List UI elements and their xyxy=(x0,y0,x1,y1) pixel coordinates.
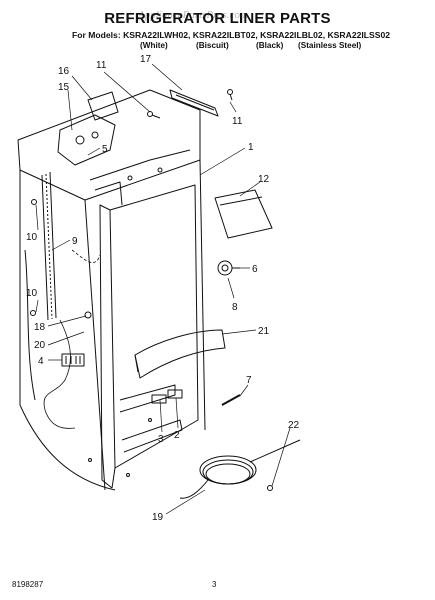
callout-labels: 16 15 11 17 11 5 1 12 10 9 10 6 8 18 21 … xyxy=(26,54,300,523)
variant-white: (White) xyxy=(140,41,168,50)
page-number: 3 xyxy=(212,580,217,589)
watermark: AppliancePartsPros.com xyxy=(138,9,248,21)
callout-15: 15 xyxy=(58,82,70,93)
wire-harness xyxy=(43,319,76,429)
callout-5: 5 xyxy=(102,144,108,155)
callout-6: 6 xyxy=(252,264,258,275)
screw-icons xyxy=(30,89,273,491)
callout-10-upper: 10 xyxy=(26,232,38,243)
callout-1: 1 xyxy=(248,142,254,153)
document-number: 8198287 xyxy=(12,580,44,589)
callout-17: 17 xyxy=(140,54,152,65)
callout-7: 7 xyxy=(246,375,252,386)
callout-2: 2 xyxy=(174,430,180,441)
callout-21: 21 xyxy=(258,326,270,337)
variant-biscuit: (Biscuit) xyxy=(196,41,229,50)
side-trim xyxy=(214,189,273,239)
callout-12: 12 xyxy=(258,174,270,185)
model-list: For Models: KSRA22ILWH02, KSRA22ILBT02, … xyxy=(72,30,391,40)
leader-lines xyxy=(35,63,291,515)
grille xyxy=(61,353,85,367)
callout-3: 3 xyxy=(158,434,164,445)
liner-frame xyxy=(17,89,206,491)
callout-19: 19 xyxy=(152,512,164,523)
callout-11-top: 11 xyxy=(96,60,107,71)
callout-18: 18 xyxy=(34,322,46,333)
callout-9: 9 xyxy=(72,236,78,247)
divider-trim xyxy=(134,329,226,379)
callout-10-lower: 10 xyxy=(26,288,38,299)
callout-8: 8 xyxy=(232,302,238,313)
callout-20: 20 xyxy=(34,340,46,351)
callout-16: 16 xyxy=(58,66,70,77)
variant-stainless: (Stainless Steel) xyxy=(298,41,362,50)
clips xyxy=(151,389,183,404)
control-housing xyxy=(57,91,119,166)
hinge-pin xyxy=(221,394,241,406)
page-title: REFRIGERATOR LINER PARTS xyxy=(104,10,331,27)
callout-4: 4 xyxy=(38,356,44,367)
callout-22: 22 xyxy=(288,420,300,431)
light-rail xyxy=(41,171,57,321)
tube-coil xyxy=(179,439,301,499)
callout-11-right: 11 xyxy=(232,116,243,127)
thermostat-knob xyxy=(217,260,240,276)
top-bracket xyxy=(169,89,219,117)
variant-black: (Black) xyxy=(256,41,284,50)
